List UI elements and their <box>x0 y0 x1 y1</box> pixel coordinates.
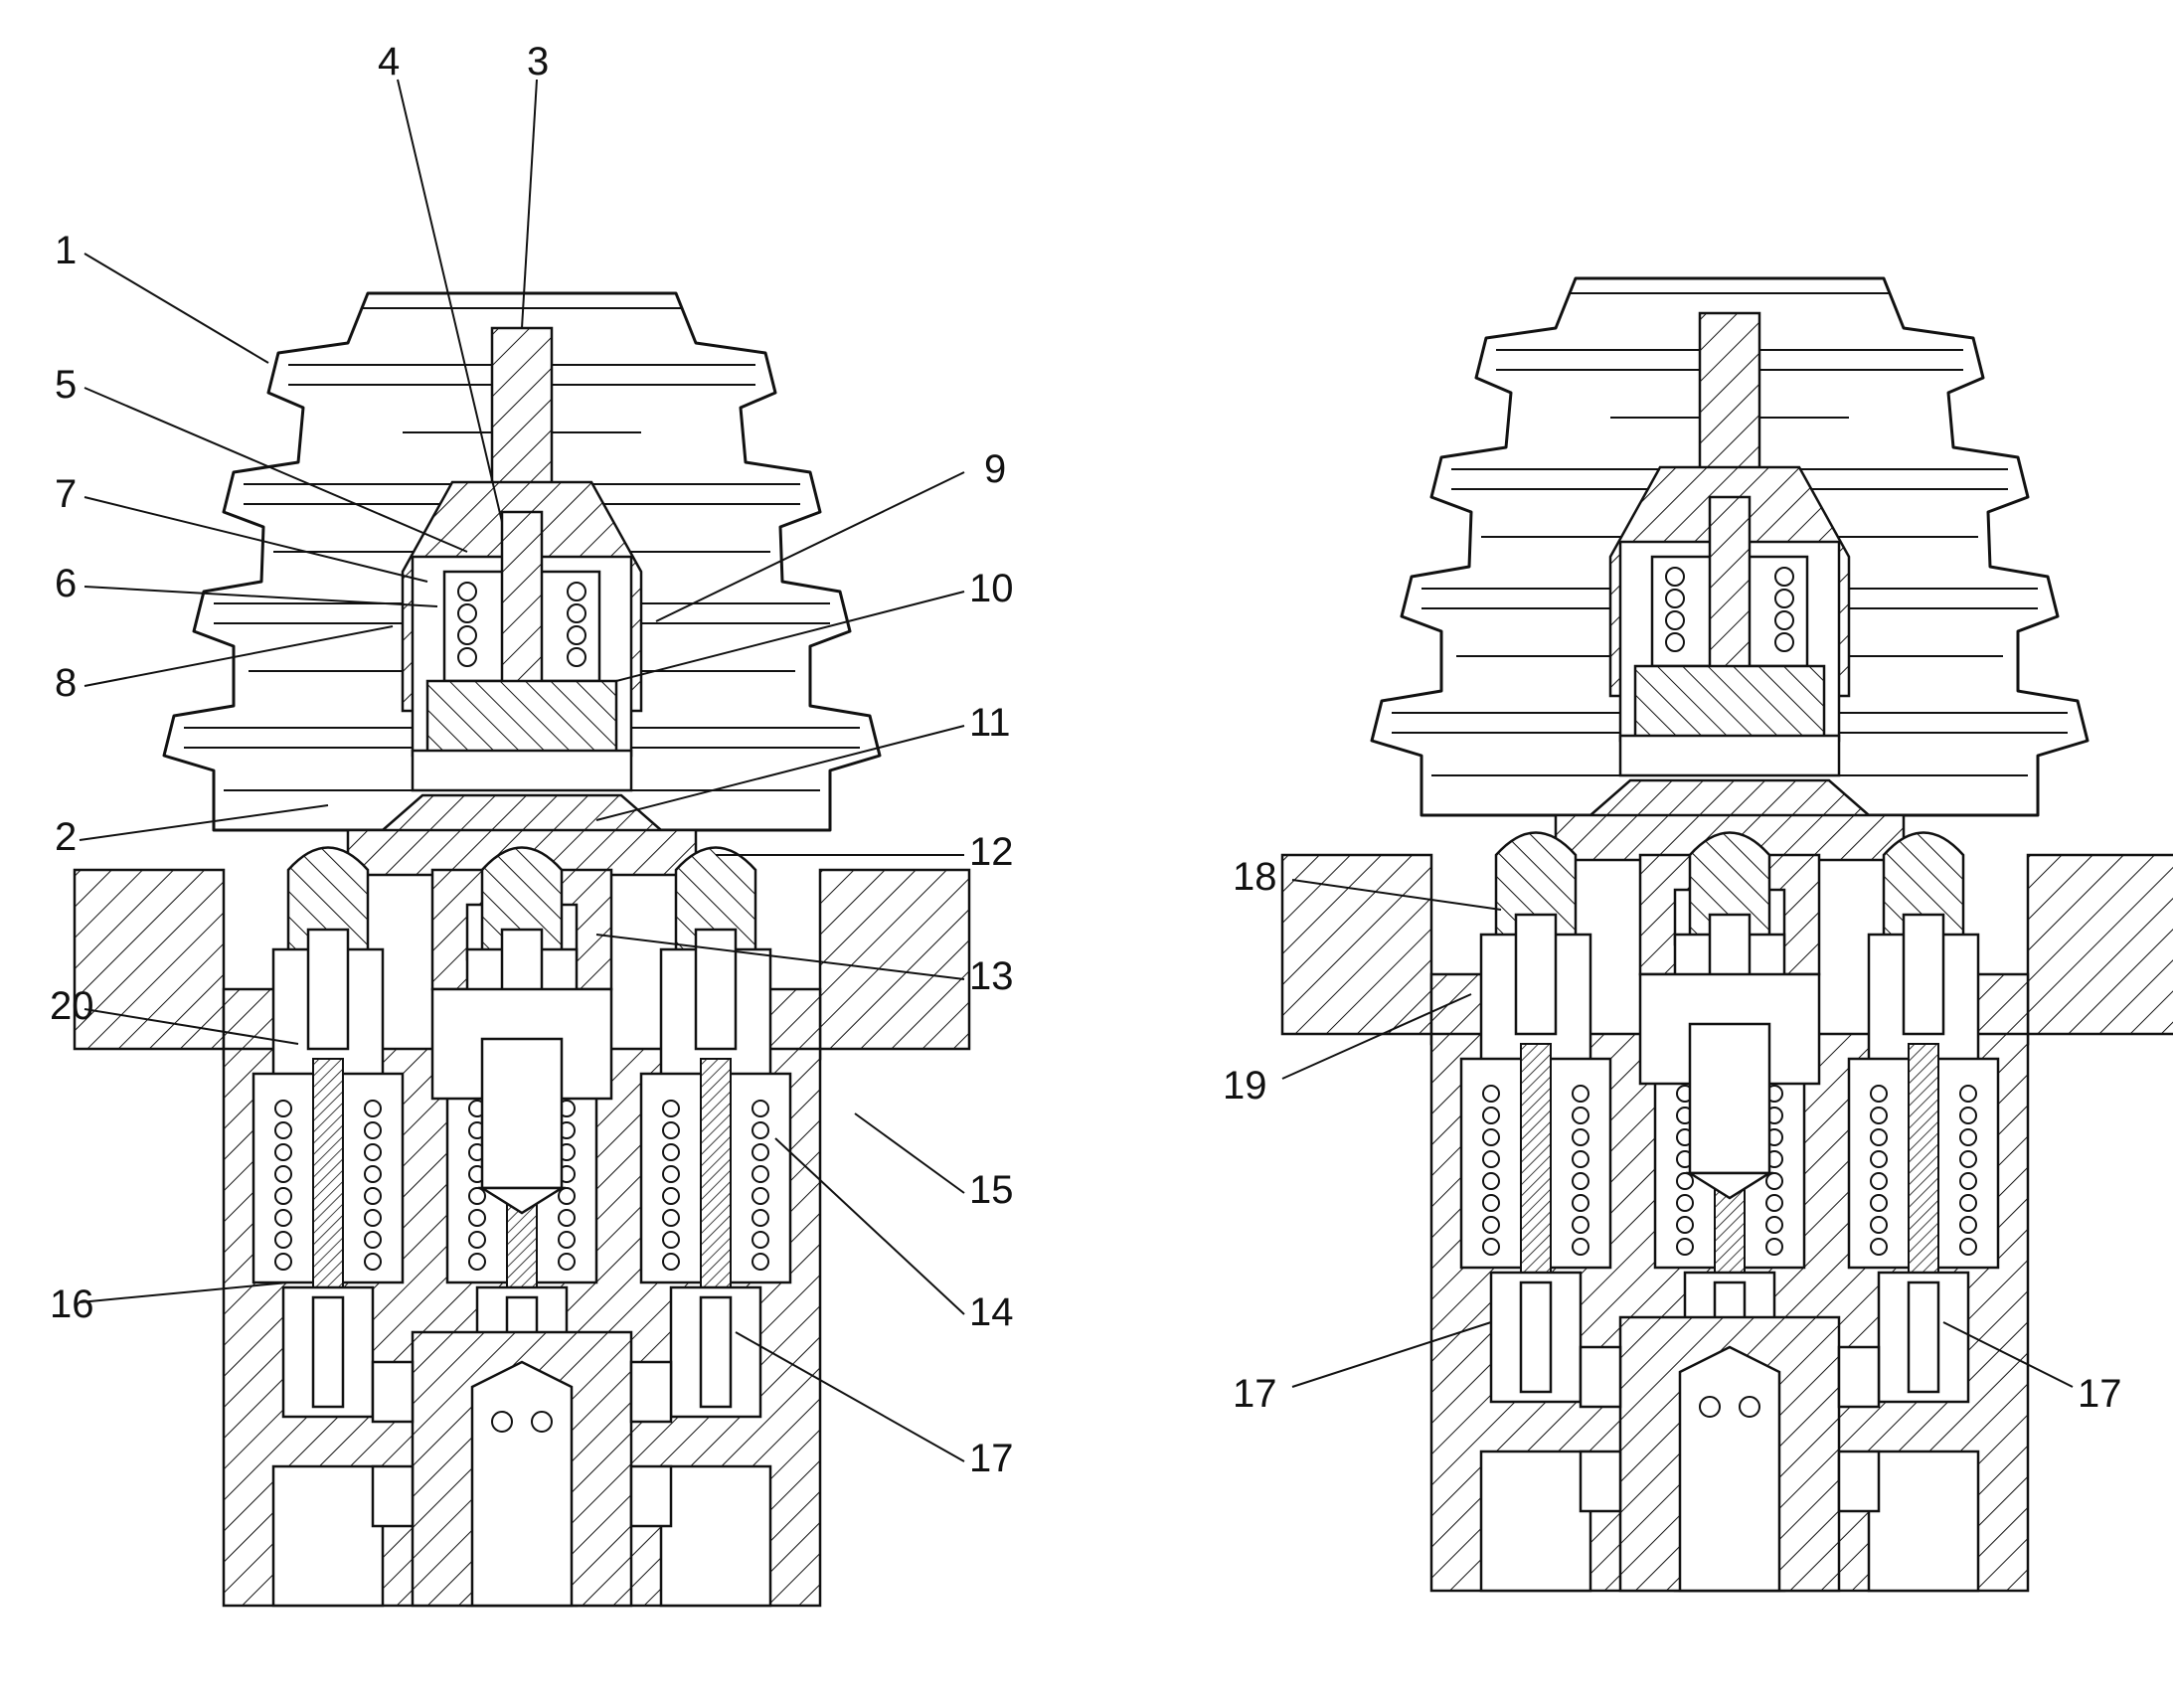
label-6: 6 <box>55 562 77 605</box>
label-3: 3 <box>527 40 549 84</box>
label-19: 19 <box>1223 1064 1267 1108</box>
label-17-right: 17 <box>2078 1372 2122 1416</box>
label-18: 18 <box>1233 855 1277 899</box>
label-13: 13 <box>969 954 1014 998</box>
label-20: 20 <box>50 984 94 1028</box>
label-15: 15 <box>969 1168 1014 1212</box>
label-12: 12 <box>969 830 1014 874</box>
label-1: 1 <box>55 229 77 272</box>
label-5: 5 <box>55 363 77 407</box>
label-17: 17 <box>969 1437 1014 1480</box>
right-leader-lines <box>1281 879 2074 1388</box>
label-7: 7 <box>55 472 77 516</box>
label-8: 8 <box>55 661 77 705</box>
left-section-view: 1 2 3 4 5 6 7 8 9 10 11 12 13 14 15 16 1… <box>50 40 1014 1606</box>
label-16: 16 <box>50 1282 94 1326</box>
label-14: 14 <box>969 1290 1014 1334</box>
label-9: 9 <box>984 447 1006 491</box>
label-10: 10 <box>969 567 1014 610</box>
right-section-view: 18 19 17 17 <box>1223 278 2173 1591</box>
left-leader-lines <box>79 79 965 1462</box>
label-4: 4 <box>378 40 400 84</box>
label-11: 11 <box>969 701 1011 745</box>
label-2: 2 <box>55 815 77 859</box>
label-17-left: 17 <box>1233 1372 1277 1416</box>
